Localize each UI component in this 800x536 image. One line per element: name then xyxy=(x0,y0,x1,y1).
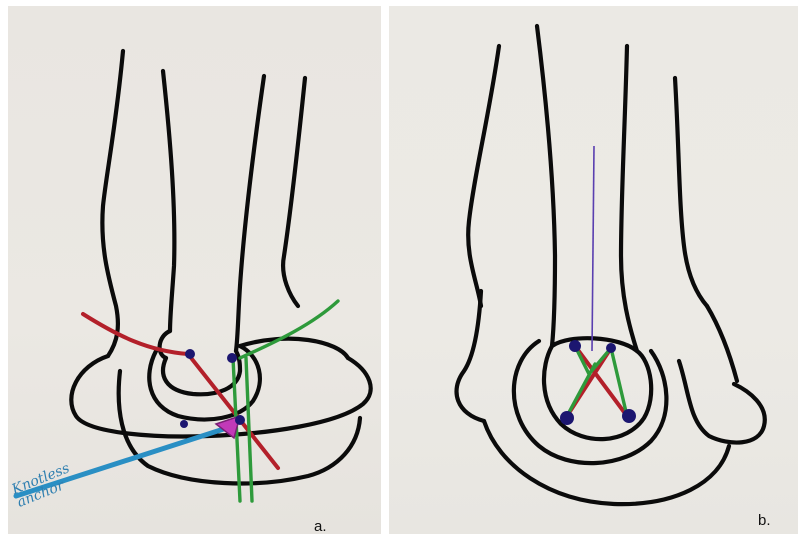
tibia-right-edge xyxy=(236,76,264,351)
leg-outline-left xyxy=(468,46,499,306)
heel-posterior xyxy=(240,339,348,358)
anchor-point xyxy=(185,349,195,359)
anchor-point xyxy=(227,353,237,363)
anchor-point xyxy=(622,409,636,423)
anchor-point xyxy=(180,420,188,428)
panel-label-b: b. xyxy=(758,512,771,529)
panel-a: Knotless anchor a. xyxy=(8,6,381,534)
heel-outer-left xyxy=(457,291,484,421)
talus-outline xyxy=(163,358,240,394)
guide-line-purple xyxy=(592,146,594,351)
fibula-outline xyxy=(283,78,305,306)
tibia-left-edge xyxy=(537,26,555,346)
anchor-point xyxy=(560,411,574,425)
tibia-right-edge xyxy=(621,46,637,351)
talus-outline xyxy=(544,338,651,439)
fibula-lower xyxy=(707,306,737,381)
panel-b: b. xyxy=(389,6,798,534)
leg-outline-left xyxy=(102,51,123,356)
fibula-outline xyxy=(675,78,707,306)
tibia-left-edge xyxy=(163,71,174,331)
ankle-diagram-b xyxy=(389,6,798,534)
heel-outer-right xyxy=(679,361,765,443)
ankle-diagram-a xyxy=(8,6,381,534)
anchor-point xyxy=(569,340,581,352)
anchor-point xyxy=(235,415,245,425)
anchor-point xyxy=(606,343,616,353)
panel-label-a: a. xyxy=(314,518,327,534)
